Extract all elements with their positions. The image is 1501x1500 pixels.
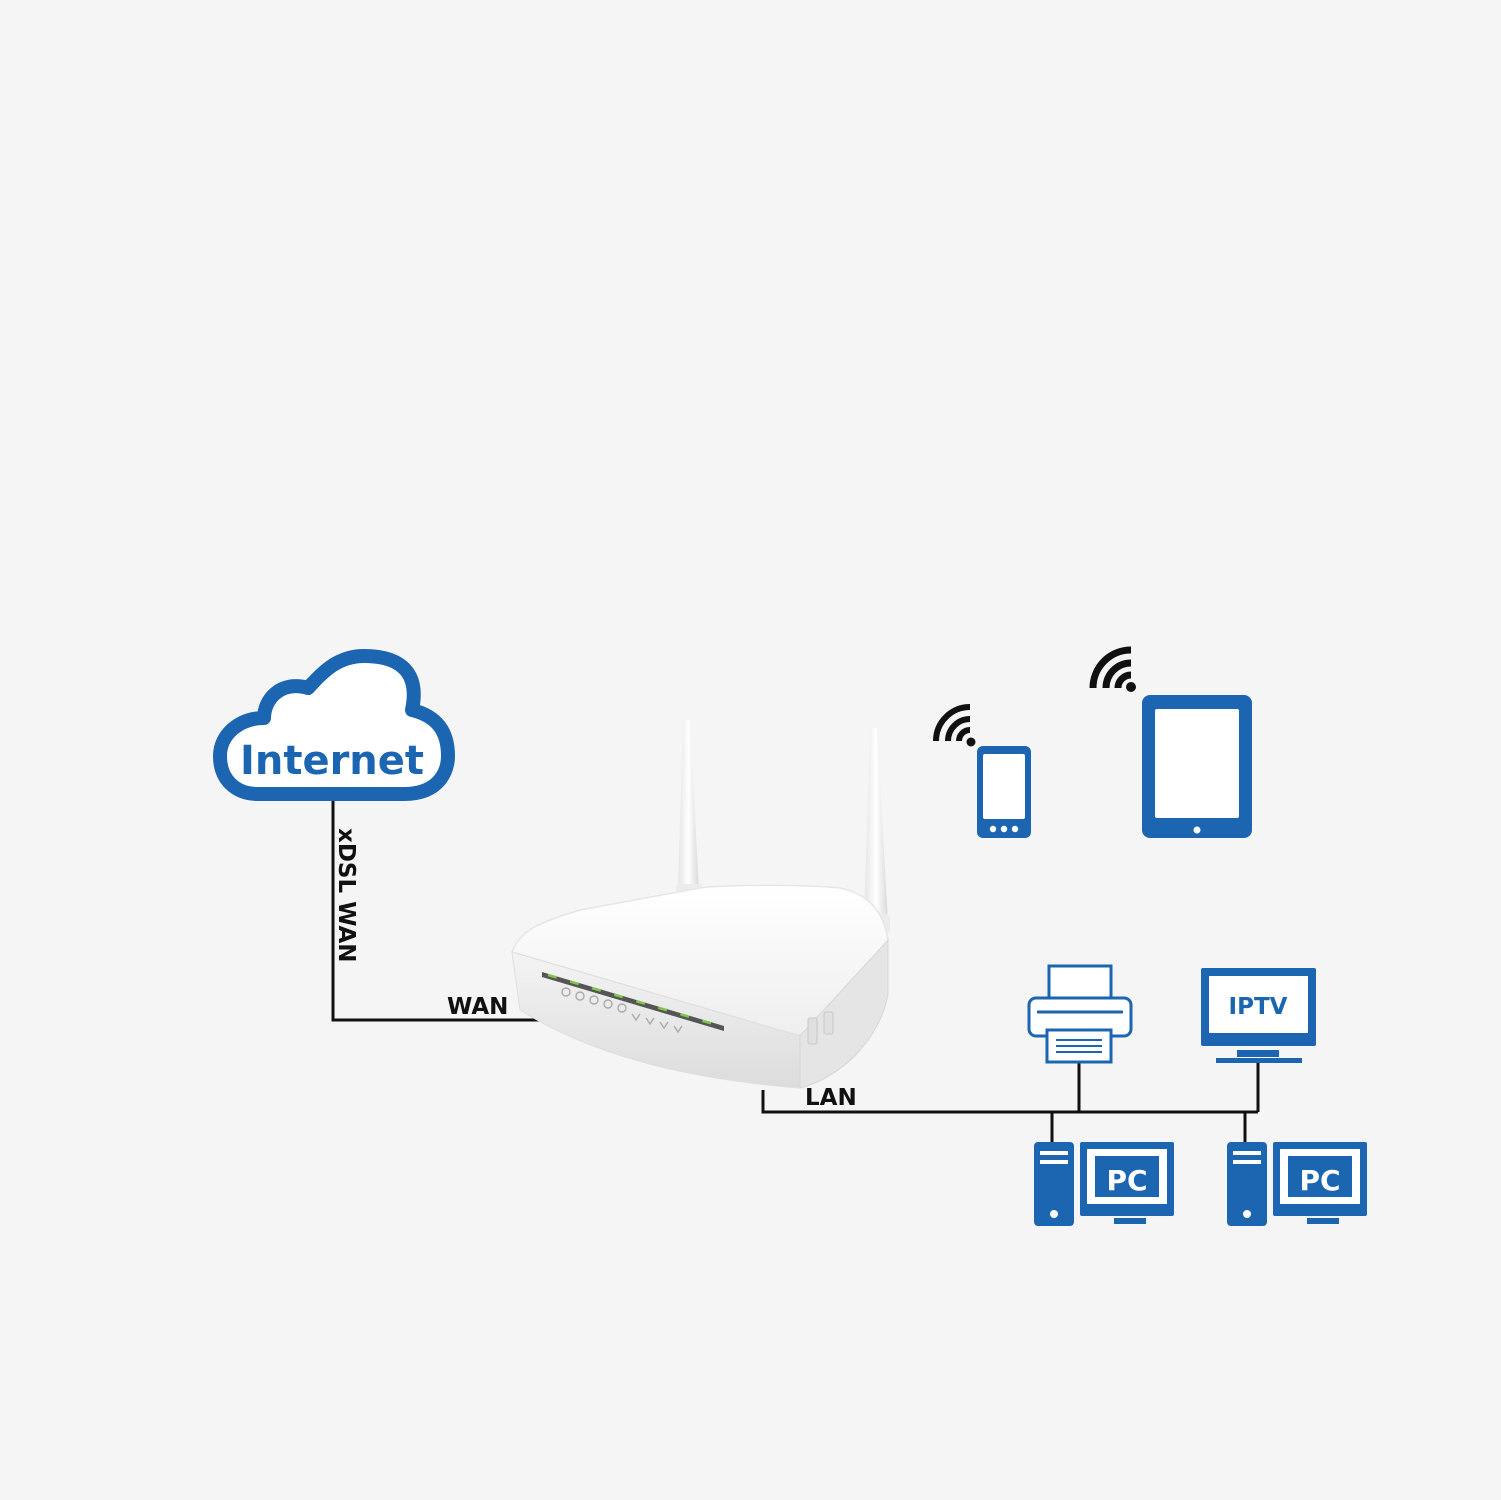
iptv-label: IPTV bbox=[1229, 994, 1288, 1020]
cloud-icon bbox=[213, 649, 455, 801]
smartphone-icon bbox=[977, 746, 1031, 838]
lan-bus-line bbox=[761, 1090, 1258, 1114]
phone-wifi-signal-icon bbox=[933, 704, 976, 747]
pc1-label: PC bbox=[1106, 1164, 1147, 1197]
tablet-icon bbox=[1142, 695, 1252, 838]
cloud-label: Internet bbox=[240, 738, 424, 784]
connection-lines bbox=[331, 800, 1260, 1144]
desktop-pc-icon bbox=[1227, 1142, 1367, 1226]
xdsl-wan-label: xDSL WAN bbox=[333, 828, 359, 963]
iptv-monitor-icon bbox=[1201, 968, 1316, 1063]
wireless-router-icon bbox=[511, 720, 890, 1089]
desktop-pc-icon bbox=[1034, 1142, 1174, 1226]
xdsl-wan-line bbox=[331, 800, 556, 1022]
tablet-wifi-signal-icon bbox=[1089, 646, 1136, 692]
lan-label: LAN bbox=[805, 1085, 857, 1111]
printer-icon bbox=[1027, 964, 1133, 1064]
pc2-label: PC bbox=[1299, 1164, 1340, 1197]
wan-label: WAN bbox=[447, 994, 508, 1020]
